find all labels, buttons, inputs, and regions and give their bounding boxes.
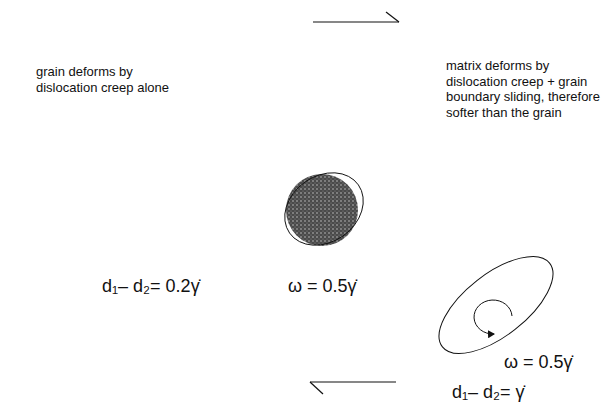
grain-vorticity: ω = 0.5γ̇	[288, 276, 357, 298]
grain-note: grain deforms by dislocation creep alone	[36, 64, 186, 95]
matrix-strain-rate: d₁– d₂= γ̇	[452, 382, 525, 404]
shear-arrow-top	[313, 12, 399, 22]
shear-arrow-bottom	[310, 382, 396, 394]
matrix-note: matrix deforms by dislocation creep + gr…	[446, 58, 606, 120]
matrix-vorticity: ω = 0.5γ̇	[504, 352, 573, 374]
matrix-strain-ellipse	[423, 239, 568, 372]
grain-figure	[271, 158, 378, 260]
grain-strain-rate: d₁– d₂= 0.2γ̇	[102, 276, 200, 298]
